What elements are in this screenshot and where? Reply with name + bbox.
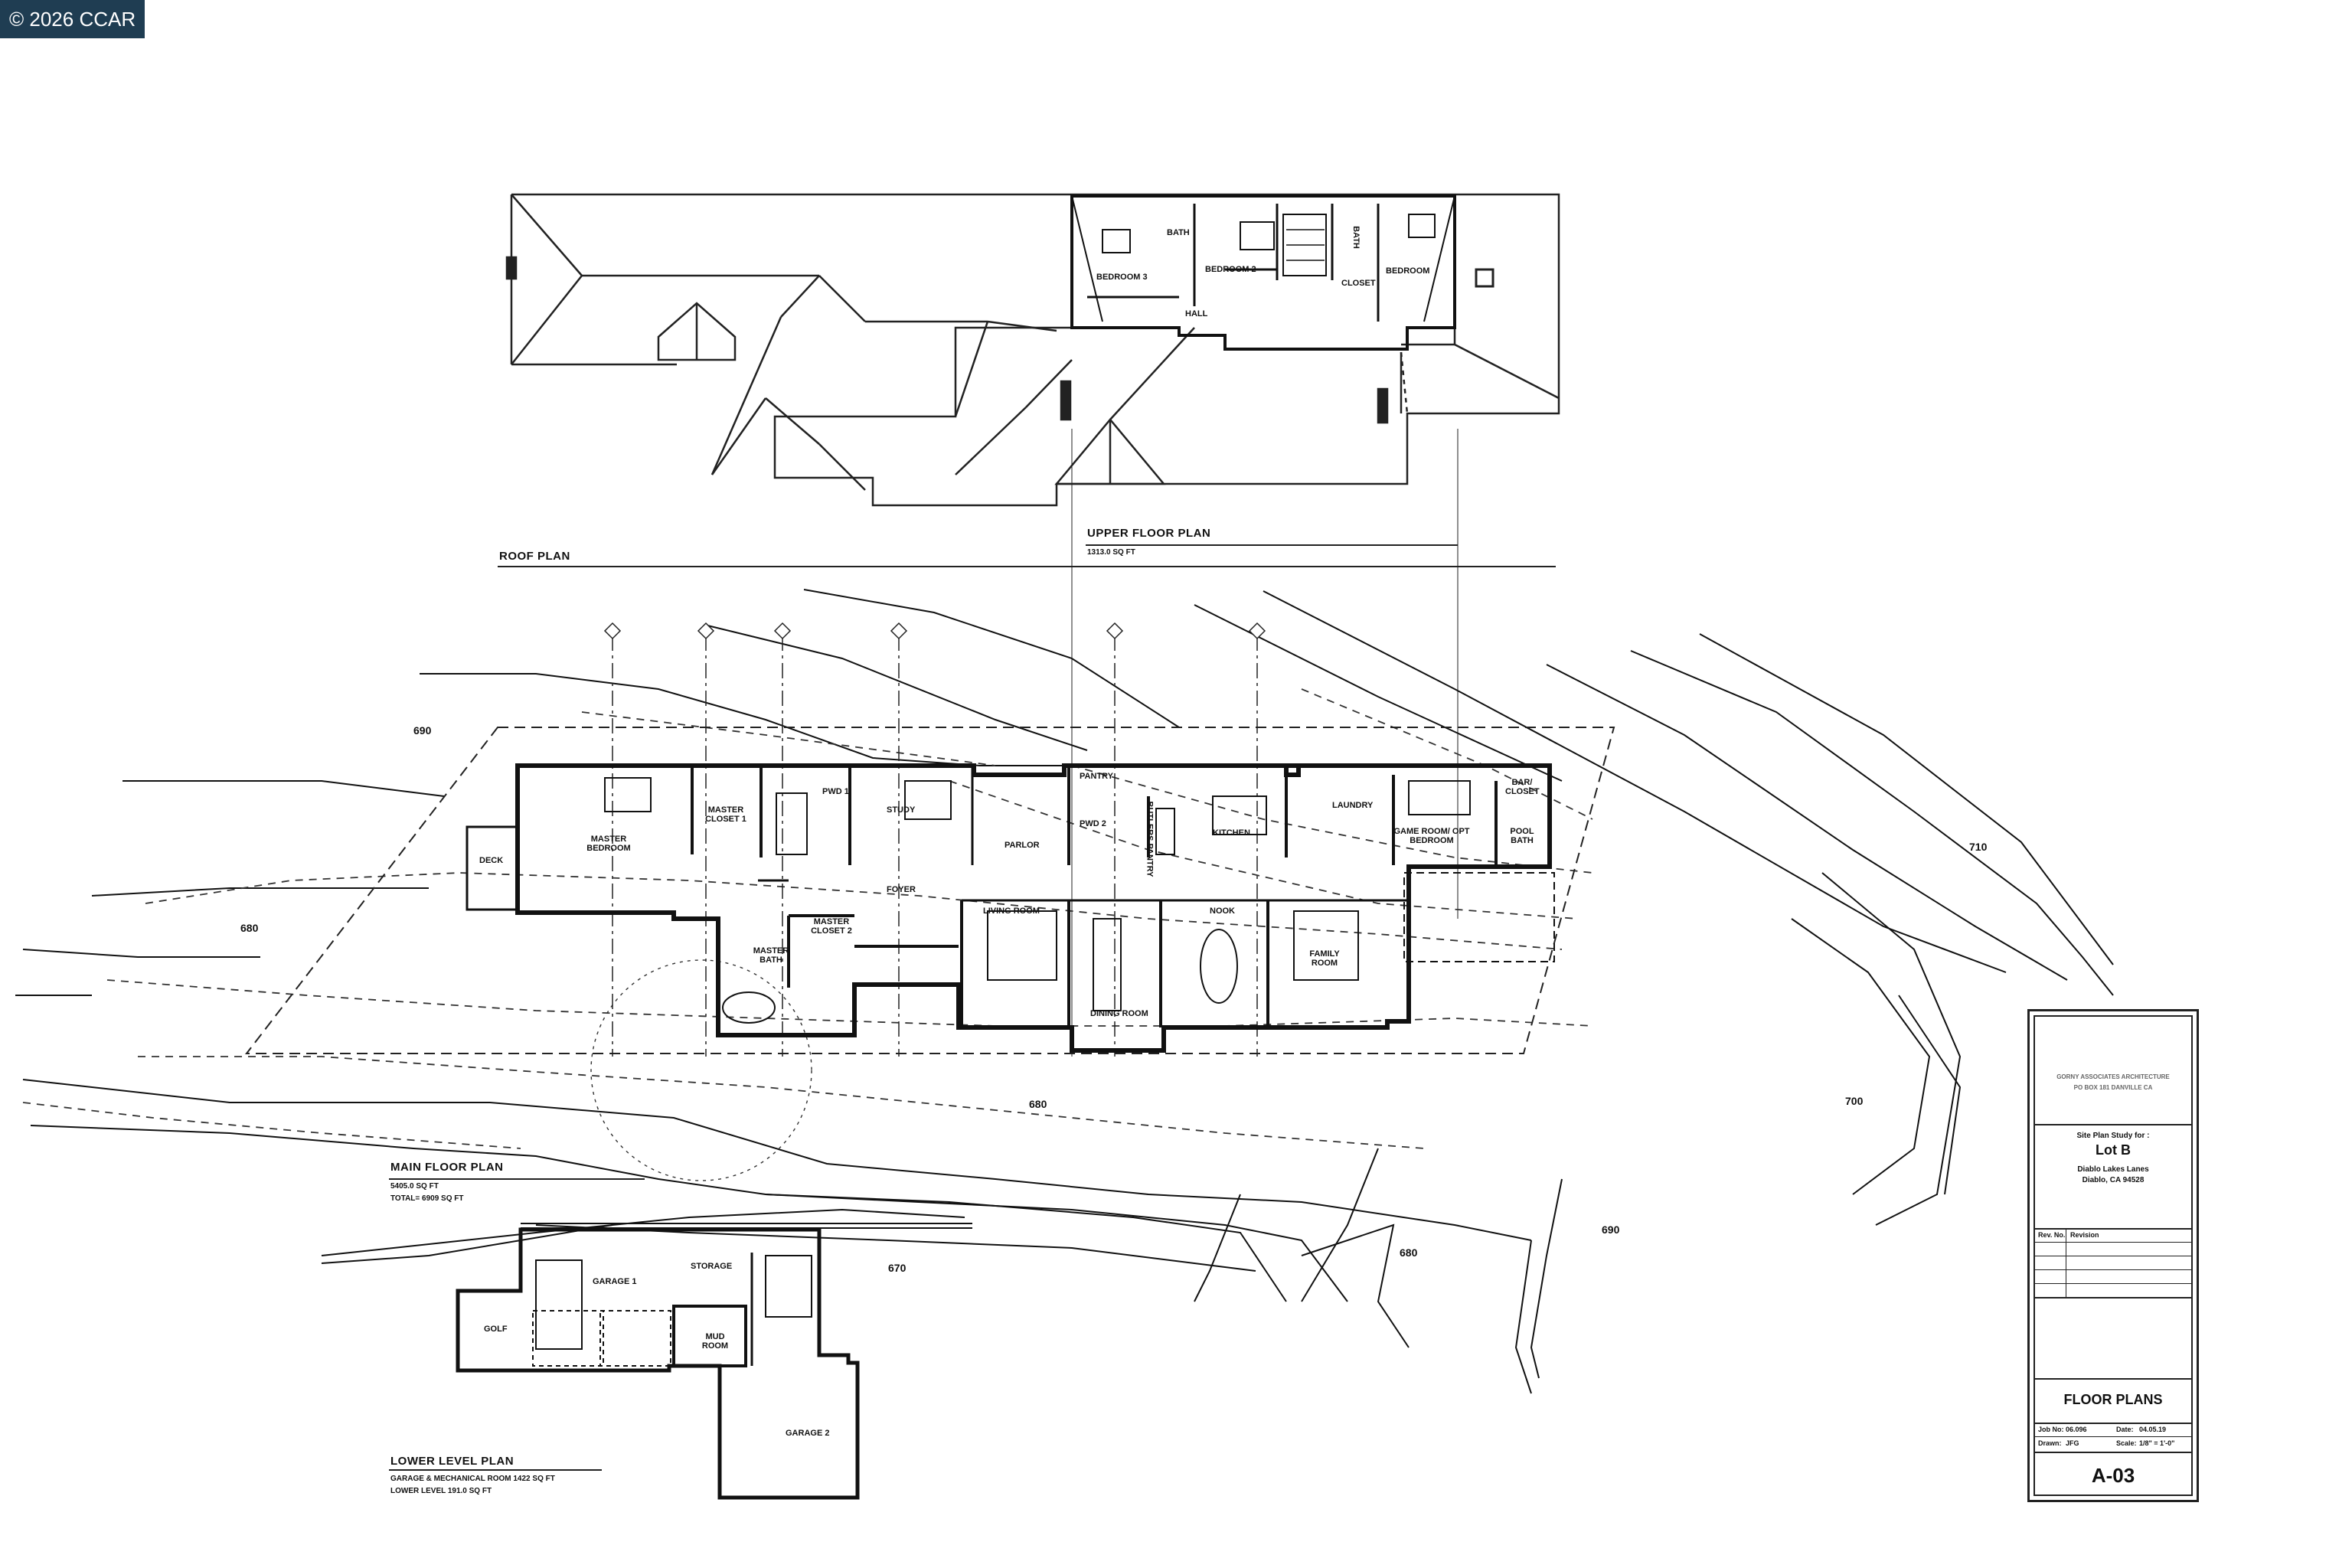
upper-floor-plan-title: UPPER FLOOR PLAN [1087, 527, 1211, 540]
room-upper-bath: BATH [1167, 228, 1190, 237]
room-master-closet-2: MASTER CLOSET 2 [811, 917, 852, 936]
lot-name: Lot B [2096, 1142, 2131, 1158]
contour-label-700: 700 [1845, 1095, 1864, 1107]
date-value: 04.05.19 [2139, 1426, 2167, 1433]
title-block-divider-6 [2035, 1452, 2191, 1453]
city-address: Diablo, CA 94528 [2082, 1176, 2145, 1184]
room-master-bedroom: MASTER BEDROOM [586, 835, 631, 853]
title-block: GORNY ASSOCIATES ARCHITECTURE PO BOX 181… [2027, 1009, 2199, 1502]
lower-level-area-garage: GARAGE & MECHANICAL ROOM 1422 SQ FT [390, 1475, 555, 1483]
firm-address: PO BOX 181 DANVILLE CA [2073, 1084, 2153, 1091]
title-block-divider-3 [2035, 1297, 2191, 1298]
room-bedroom-3: BEDROOM 3 [1096, 273, 1148, 282]
drawn-label: Drawn: [2038, 1439, 2062, 1447]
room-bar-closet: BAR/ CLOSET [1505, 778, 1540, 796]
contour-label-690-right: 690 [1602, 1223, 1620, 1236]
lower-level-plan [456, 1223, 972, 1500]
date-label: Date: [2116, 1426, 2134, 1433]
room-nook: NOOK [1210, 906, 1235, 916]
roof-plan-title: ROOF PLAN [499, 550, 570, 563]
rev-no-header: Rev. No. [2038, 1231, 2066, 1239]
room-foyer: FOYER [887, 885, 916, 894]
room-mud-room: MUD ROOM [701, 1332, 729, 1351]
title-block-divider-2 [2035, 1228, 2191, 1230]
room-family-room: FAMILY ROOM [1309, 949, 1340, 968]
job-no-value: 06.096 [2066, 1426, 2087, 1433]
title-block-divider-1 [2035, 1124, 2191, 1125]
room-butlers-pantry: BUTLERS PANTRY [1145, 801, 1155, 877]
main-floor-total: TOTAL= 6909 SQ FT [390, 1194, 464, 1203]
job-no-label: Job No: [2038, 1426, 2064, 1433]
grid-markers [603, 622, 1266, 1057]
title-block-divider-5 [2035, 1423, 2191, 1424]
room-golf: GOLF [484, 1325, 508, 1334]
room-pwd-1: PWD 1 [822, 787, 849, 796]
room-parlor: PARLOR [1004, 841, 1040, 850]
site-plan-study-label: Site Plan Study for : [2076, 1132, 2150, 1140]
revision-row-3 [2035, 1269, 2191, 1270]
room-upper-bath-vertical: BATH [1351, 226, 1361, 249]
sheet-title: FLOOR PLANS [2063, 1392, 2163, 1407]
room-bedroom-2: BEDROOM 2 [1205, 265, 1256, 274]
main-floor-plan [466, 763, 1555, 1053]
title-block-divider-4 [2035, 1378, 2191, 1380]
room-upper-closet: CLOSET [1341, 279, 1376, 288]
room-kitchen: KITCHEN [1213, 828, 1250, 838]
title-block-inner: GORNY ASSOCIATES ARCHITECTURE PO BOX 181… [2034, 1015, 2193, 1496]
setback-outline [244, 727, 1615, 1054]
room-bedroom-right: BEDROOM [1386, 266, 1430, 276]
room-garage-1: GARAGE 1 [593, 1277, 637, 1286]
contour-label-680-right: 680 [1400, 1246, 1418, 1259]
room-game-room: GAME ROOM/ OPT BEDROOM [1393, 827, 1470, 845]
contour-label-680-left: 680 [240, 922, 259, 934]
room-storage: STORAGE [691, 1262, 733, 1271]
room-study: STUDY [887, 805, 916, 815]
topographic-contours [15, 589, 2114, 1394]
room-hall: HALL [1185, 309, 1208, 318]
sheet-number: A-03 [2091, 1464, 2135, 1487]
room-master-bath: MASTER BATH [753, 946, 789, 965]
room-dining-room: DINING ROOM [1090, 1009, 1148, 1018]
lower-level-area: LOWER LEVEL 191.0 SQ FT [390, 1487, 492, 1495]
room-garage-2: GARAGE 2 [786, 1429, 830, 1438]
upper-floor-plan [1070, 194, 1456, 351]
drawn-value: JFG [2066, 1439, 2079, 1447]
contour-label-710: 710 [1969, 841, 1988, 853]
lower-level-plan-title: LOWER LEVEL PLAN [390, 1455, 514, 1468]
upper-floor-area: 1313.0 SQ FT [1087, 548, 1135, 557]
firm-name: GORNY ASSOCIATES ARCHITECTURE [2056, 1073, 2170, 1080]
main-floor-area: 5405.0 SQ FT [390, 1182, 439, 1191]
revision-row-4 [2035, 1283, 2191, 1284]
room-master-closet-1: MASTER CLOSET 1 [705, 805, 746, 824]
title-block-row-divider [2035, 1436, 2191, 1437]
room-pwd-2: PWD 2 [1080, 819, 1106, 828]
contour-label-690-left: 690 [413, 724, 432, 737]
title-rules [389, 429, 1556, 1471]
room-living-room: LIVING ROOM [983, 906, 1040, 916]
street-address: Diablo Lakes Lanes [2077, 1165, 2149, 1174]
revision-row-1 [2035, 1242, 2191, 1243]
revision-header: Revision [2070, 1231, 2099, 1239]
copyright-badge: © 2026 CCAR [0, 0, 145, 38]
scale-label: Scale: [2116, 1439, 2137, 1447]
room-deck: DECK [479, 856, 504, 865]
scale-value: 1/8" = 1'-0" [2139, 1439, 2175, 1447]
room-laundry: LAUNDRY [1332, 801, 1374, 810]
contour-label-670: 670 [888, 1262, 906, 1274]
room-pool-bath: POOL BATH [1510, 827, 1534, 845]
room-pantry: PANTRY [1080, 772, 1113, 781]
contour-label-680-mid: 680 [1029, 1098, 1047, 1110]
main-floor-plan-title: MAIN FLOOR PLAN [390, 1161, 504, 1174]
dashed-contours [22, 688, 1593, 1181]
